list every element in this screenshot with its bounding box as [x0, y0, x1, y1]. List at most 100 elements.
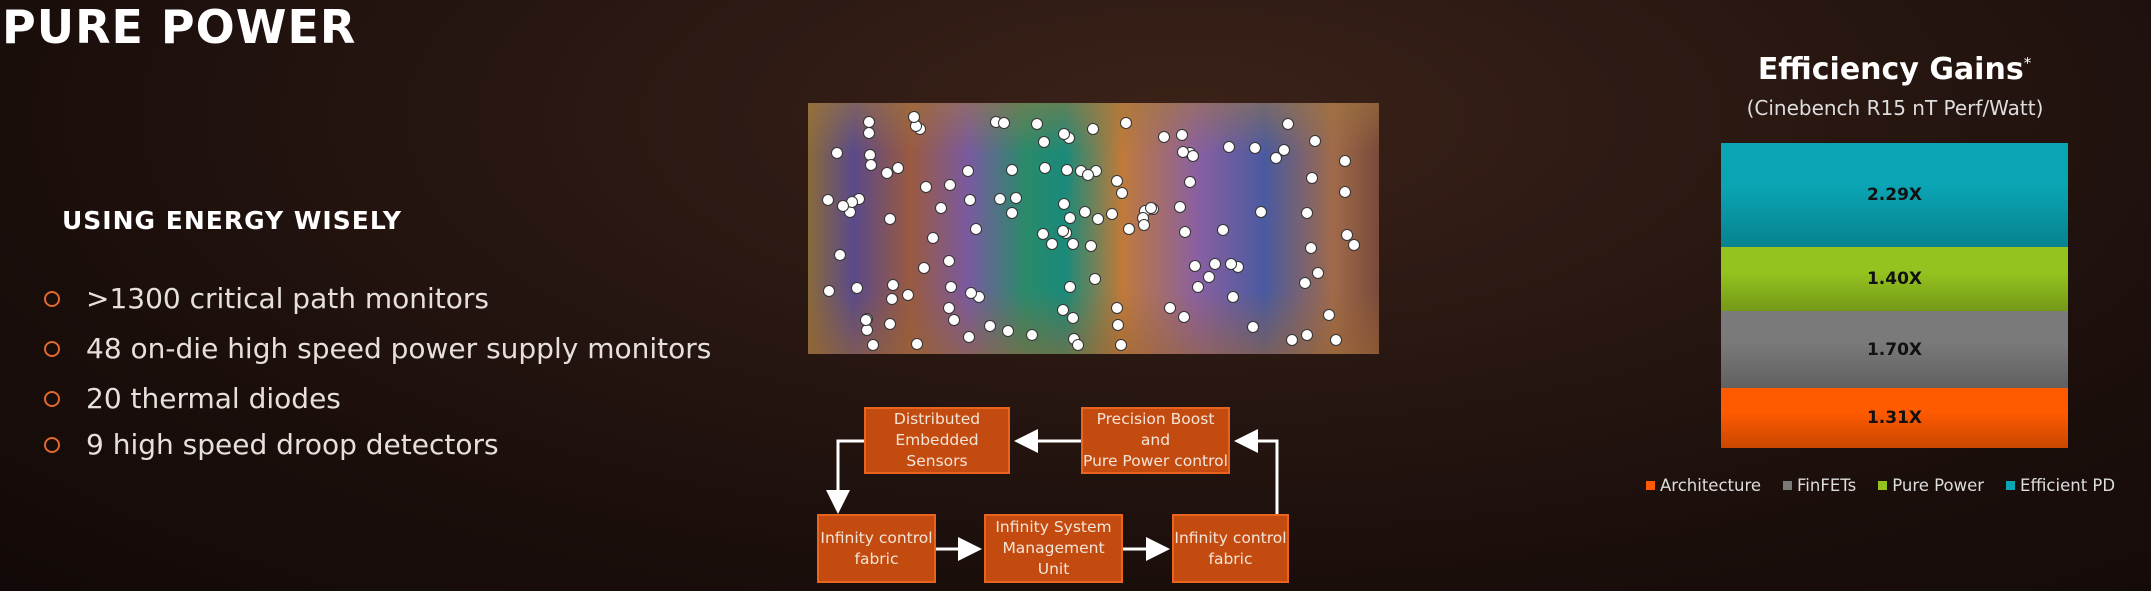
monitor-dot — [880, 167, 893, 180]
slide-title: PURE POWER — [2, 0, 357, 54]
monitor-dot — [863, 126, 876, 139]
section-heading: USING ENERGY WISELY — [62, 206, 402, 235]
bar-segment-architecture: 1.31X — [1721, 388, 2068, 448]
monitor-dot — [1037, 136, 1050, 149]
legend-label: Pure Power — [1892, 476, 1985, 495]
monitor-dot — [1006, 164, 1019, 177]
monitor-dot — [1112, 319, 1125, 332]
bar-segment-pure-power: 1.40X — [1721, 247, 2068, 311]
bullet-text: 20 thermal diodes — [86, 382, 341, 415]
monitor-dot — [821, 193, 834, 206]
data-label: 1.40X — [1866, 269, 1923, 290]
monitor-dot — [1186, 149, 1199, 162]
bullet-item: 20 thermal diodes — [44, 382, 341, 415]
monitor-dot — [1110, 302, 1123, 315]
monitor-dot — [1308, 135, 1321, 148]
legend-item: FinFETs — [1783, 476, 1856, 495]
monitor-dot — [1177, 311, 1190, 323]
monitor-dot — [1066, 311, 1079, 324]
monitor-dot — [970, 223, 983, 236]
monitor-dot — [1298, 277, 1311, 290]
monitor-dot — [1340, 229, 1353, 242]
monitor-dot — [1348, 238, 1361, 251]
monitor-dot — [1164, 301, 1177, 314]
monitor-dot — [1026, 328, 1039, 341]
monitor-dot — [943, 255, 956, 268]
monitor-dot — [1306, 171, 1319, 184]
monitor-dot — [1089, 272, 1102, 285]
monitor-dot — [1085, 239, 1098, 252]
chart-legend: Architecture FinFETs Pure Power Efficient P… — [1646, 476, 2115, 495]
monitor-dot — [984, 319, 997, 332]
data-label: 1.70X — [1866, 339, 1923, 360]
monitor-dot — [1105, 207, 1118, 220]
bar-segment-finfets: 1.70X — [1721, 310, 2068, 389]
legend-label: Efficient PD — [2020, 476, 2116, 495]
monitor-dot — [1225, 258, 1238, 271]
monitor-dot — [927, 232, 940, 245]
monitor-dot — [883, 317, 896, 330]
monitor-dot — [1176, 128, 1189, 141]
monitor-dot — [998, 117, 1011, 130]
bullet-text: >1300 critical path monitors — [86, 282, 489, 315]
monitor-dot — [943, 179, 956, 192]
monitor-dot — [1057, 303, 1070, 316]
monitor-dot — [901, 288, 914, 301]
box-precision-boost: Precision Boost and Pure Power control — [1081, 407, 1230, 474]
legend-item: Architecture — [1646, 476, 1761, 495]
circle-bullet-icon — [44, 436, 60, 453]
chart-subtitle: (Cinebench R15 nT Perf/Watt) — [1746, 96, 2044, 120]
monitor-dot — [1247, 321, 1260, 334]
monitor-dot — [910, 337, 923, 350]
bullet-item: 48 on-die high speed power supply monito… — [44, 332, 711, 365]
monitor-dot — [860, 313, 873, 326]
bullet-item: >1300 critical path monitors — [44, 282, 489, 315]
monitor-dot — [1305, 241, 1318, 254]
monitor-dot — [1338, 185, 1351, 198]
monitor-dot — [961, 165, 974, 178]
monitor-dot — [943, 302, 956, 315]
monitor-dot — [1115, 338, 1128, 351]
monitor-dot — [831, 146, 844, 159]
die-shot-image — [808, 103, 1379, 354]
monitor-dot — [1248, 142, 1261, 155]
monitor-dot — [1158, 130, 1171, 143]
bullet-text: 9 high speed droop detectors — [86, 428, 499, 461]
monitor-dot — [866, 338, 879, 351]
legend-swatch — [1783, 481, 1793, 490]
monitor-dot — [1057, 197, 1070, 210]
monitor-dot — [948, 314, 961, 327]
monitor-dot — [1063, 212, 1076, 225]
box-distributed-sensors: Distributed Embedded Sensors — [864, 407, 1010, 474]
monitor-dot — [944, 281, 957, 294]
box-smu: Infinity System Management Unit — [984, 514, 1123, 583]
monitor-dot — [1203, 271, 1216, 284]
legend-item: Efficient PD — [2006, 476, 2115, 495]
monitor-dot — [1091, 213, 1104, 226]
monitor-dot — [886, 293, 899, 306]
monitor-dot — [1285, 333, 1298, 346]
monitor-dot — [887, 278, 900, 291]
monitor-dot — [918, 262, 931, 275]
monitor-dot — [1301, 329, 1314, 342]
monitor-dot — [919, 180, 932, 193]
legend-item: Pure Power — [1878, 476, 1984, 495]
monitor-dot — [1120, 116, 1133, 129]
footnote-mark: * — [2023, 54, 2032, 72]
monitor-dot — [1064, 280, 1077, 293]
legend-label: Architecture — [1660, 476, 1762, 495]
monitor-dot — [1178, 225, 1191, 238]
monitor-dot — [935, 201, 948, 214]
box-infinity-fabric-left: Infinity control fabric — [817, 514, 936, 583]
monitor-dot — [1138, 218, 1151, 231]
monitor-dot — [1208, 258, 1221, 270]
monitor-dot — [1002, 324, 1015, 337]
legend-swatch — [1646, 481, 1655, 490]
monitor-dot — [837, 200, 850, 213]
monitor-dot — [1270, 152, 1283, 165]
monitor-dot — [822, 284, 835, 297]
legend-swatch — [2006, 481, 2016, 490]
monitor-dot — [1078, 206, 1091, 219]
monitor-dot — [1116, 186, 1129, 199]
